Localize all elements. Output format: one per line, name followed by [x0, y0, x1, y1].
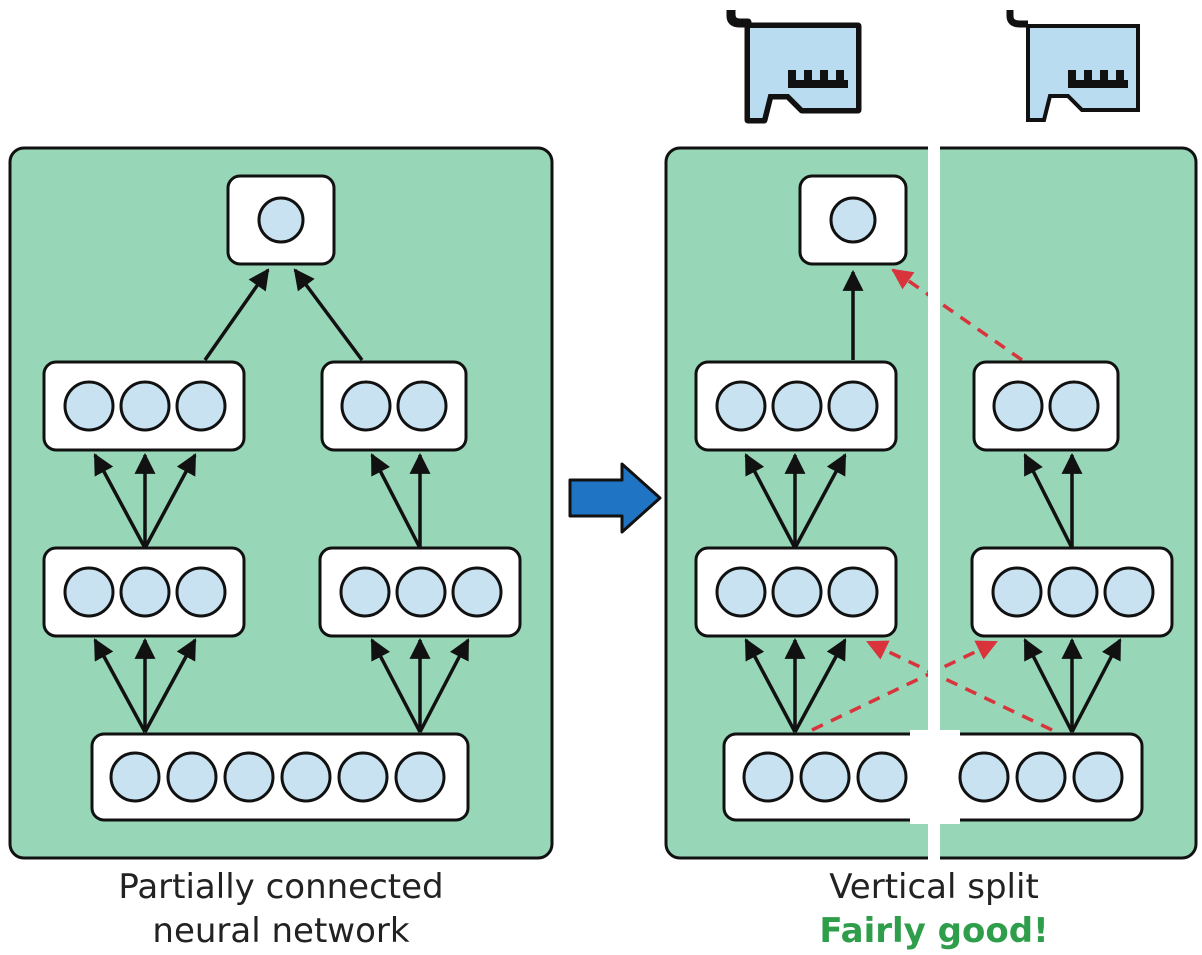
- left-caption-line1: Partially connected: [118, 867, 443, 907]
- right-output-layer: [798, 174, 908, 266]
- gpu-card-icon: [726, 10, 862, 124]
- right-hidden2-b: [972, 360, 1120, 452]
- right-hidden2-a: [694, 360, 898, 452]
- right-panel: [664, 140, 1198, 865]
- left-input-layer: [90, 732, 470, 822]
- left-caption-line2: neural network: [152, 911, 409, 951]
- device-split-line: [928, 140, 940, 865]
- left-hidden1-b: [318, 546, 522, 638]
- neuron: [257, 196, 305, 244]
- right-hidden1-b: [970, 546, 1174, 638]
- left-panel: [8, 146, 554, 860]
- left-hidden1-a: [42, 546, 246, 638]
- left-connections: [93, 268, 470, 733]
- right-hidden1-a: [694, 546, 898, 638]
- left-hidden2-b: [320, 360, 468, 452]
- cross-device-connections: [811, 268, 1053, 732]
- right-input-layer: [722, 730, 1144, 824]
- right-verdict: Fairly good!: [819, 911, 1048, 951]
- right-arrow-icon: [568, 462, 662, 534]
- right-connections: [744, 269, 1122, 733]
- gpu-card-icon: [1006, 10, 1140, 122]
- right-caption-line1: Vertical split: [829, 867, 1039, 907]
- left-output-layer: [226, 174, 336, 266]
- left-hidden2-a: [42, 360, 246, 452]
